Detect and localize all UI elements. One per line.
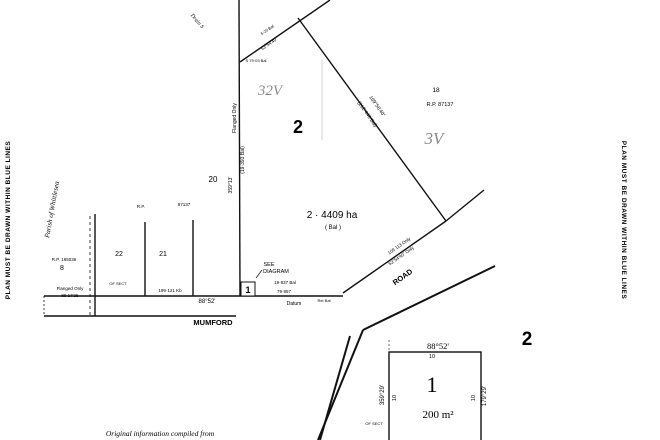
bearing-vertical-label: 359°13' (228, 177, 234, 194)
corner-note: S 79·03 Bal (246, 58, 267, 63)
see-diagram-label-1: SEE (263, 262, 274, 268)
flanged-left-label: Flanged Only (57, 286, 85, 291)
road-north-line (445, 189, 485, 222)
datum-label: Datum (287, 301, 302, 307)
parish-label: Parish of Whittlesea (43, 180, 61, 239)
lot-8-rp: R.P. 165036 (52, 257, 77, 262)
top-small-note: 5·20 Bal (260, 23, 275, 36)
bearing-bottom-label: 88°52' (199, 299, 216, 305)
inset-lot-2: 2 (522, 329, 533, 350)
inset-lot-1: 1 (427, 372, 438, 397)
lot-18-number: 18 (432, 87, 440, 94)
inset-lot-area: 200 m² (422, 409, 454, 421)
lot-2-number: 2 (293, 117, 303, 137)
boundary-lines (43, 0, 496, 440)
see-diagram-leader (255, 269, 263, 279)
road-south-line (362, 265, 496, 331)
right-margin-note: PLAN MUST BE DRAWN WITHIN BLUE LINES (620, 141, 627, 300)
distance-bottom-label-1: 199·121 Kb (158, 288, 182, 293)
inset-ten-right: 10 (471, 395, 477, 401)
rp-number-left: 87137 (178, 202, 191, 207)
road-name: ROAD (391, 267, 415, 287)
lot-18-rp: R.P. 87137 (427, 102, 454, 108)
north-boundary-line (239, 0, 331, 63)
bottom-footnote: Original information compiled from (106, 429, 215, 438)
mumford-road-name: MUMFORD (193, 318, 233, 327)
road-splay-line (319, 335, 351, 440)
small-ret-note: Ret Bal (317, 298, 330, 303)
distance-bottom-label-3: 79·857 (277, 289, 292, 294)
inset-bearing-top: 88°52' (427, 341, 449, 351)
distance-vertical-label: (19·393 Bal) (240, 146, 246, 174)
flanged-left-value: 89 17'25 (61, 293, 79, 298)
lot-2-area: 2 · 4409 ha (307, 210, 358, 221)
lot-22-number: 22 (115, 251, 123, 258)
left-margin-note: PLAN MUST BE DRAWN WITHIN BLUE LINES (5, 141, 12, 300)
distance-bottom-label-2: 19·837 Bal (274, 280, 296, 285)
road-boundary-line (342, 220, 447, 294)
see-diagram-label-2: DIAGRAM (263, 269, 289, 275)
handwritten-32v: 32V (257, 83, 284, 99)
inset-note-left: OF SECT (365, 421, 383, 426)
lot-20-number: 20 (209, 175, 218, 184)
rp-label-left: R.P. (137, 204, 145, 209)
corner-lot-box (240, 281, 256, 297)
inset-lot-boundary (388, 351, 482, 440)
top-note: Drain S (188, 12, 204, 30)
corner-lot-box-label: 1 (245, 285, 250, 295)
inset-bearing-left: 359°29' (380, 385, 386, 405)
inset-diagram: 88°52' 10 359°29' 10 179°29' 10 OF SECT … (365, 329, 532, 440)
inset-bearing-right: 179°29' (482, 386, 488, 406)
diagonal-boundary-line (297, 17, 447, 222)
inset-ten-top: 10 (429, 354, 435, 360)
lot-2-area-note: ( Bal ) (325, 225, 341, 231)
lot-21-number: 21 (159, 251, 167, 258)
west-boundary-line (238, 0, 241, 297)
handwritten-3v: 3V (424, 129, 447, 148)
flanged-vertical-label: Flanged Only (232, 103, 238, 133)
top-bearing: 53°54'40" (260, 36, 279, 51)
of-sect-note: OF SECT (109, 281, 127, 286)
lot-8-number: 8 (60, 265, 64, 272)
inset-ten-left: 10 (392, 395, 398, 401)
